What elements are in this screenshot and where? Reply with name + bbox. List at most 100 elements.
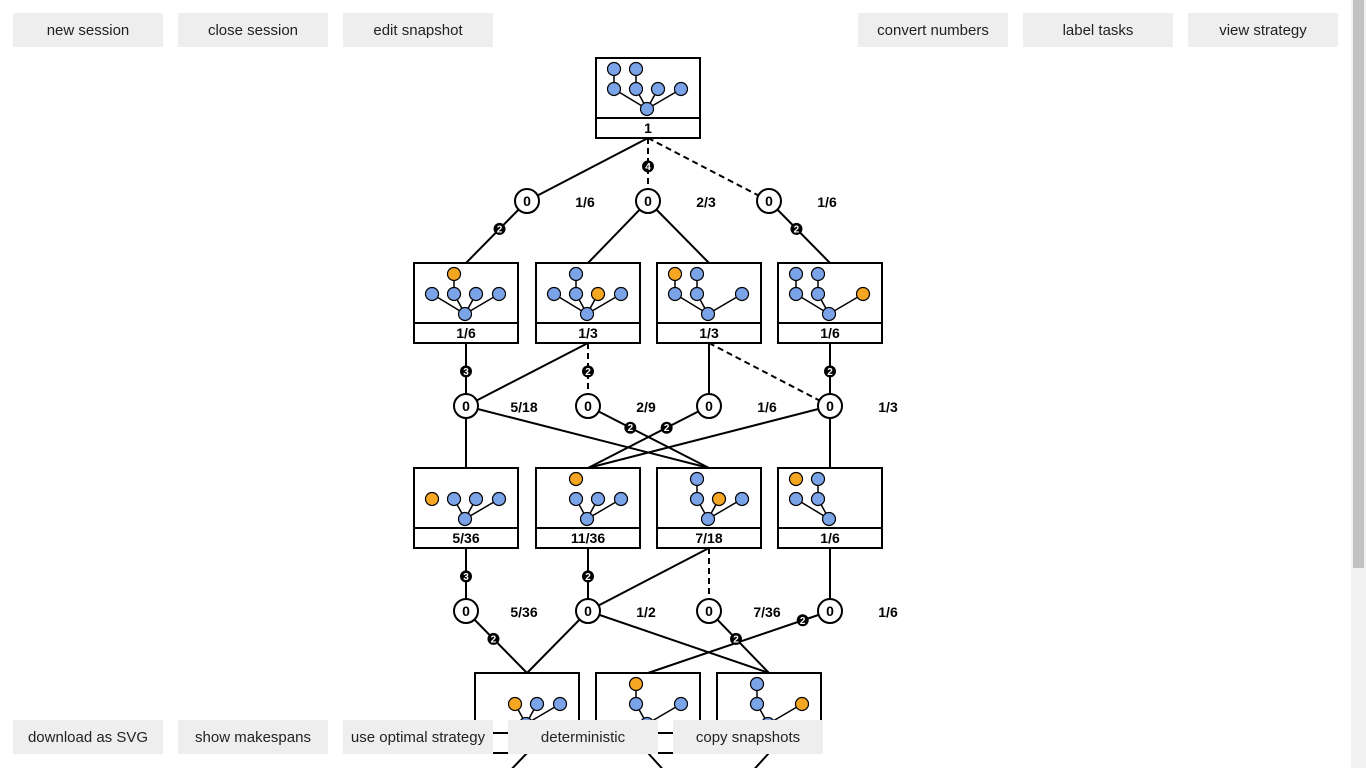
tree-edge — [511, 752, 528, 768]
tree-edge — [708, 342, 831, 407]
svg-text:0: 0 — [462, 398, 470, 414]
view-strategy-button[interactable]: view strategy — [1188, 13, 1338, 47]
svg-text:2: 2 — [628, 423, 634, 434]
probability-label: 2/9 — [636, 399, 656, 415]
task-node — [821, 511, 837, 527]
copy-snapshots-button[interactable]: copy snapshots — [673, 720, 823, 754]
deterministic-button[interactable]: deterministic — [508, 720, 658, 754]
svg-text:2: 2 — [491, 634, 497, 645]
task-node — [794, 696, 810, 712]
task-node — [734, 286, 750, 302]
task-node — [788, 471, 804, 487]
label-tasks-button[interactable]: label tasks — [1023, 13, 1173, 47]
scrollbar-thumb[interactable] — [1353, 0, 1364, 568]
svg-text:0: 0 — [765, 193, 773, 209]
decision-node[interactable]: 0 — [696, 598, 722, 624]
probability-label: 1/6 — [575, 194, 595, 210]
decision-node[interactable]: 0 — [817, 393, 843, 419]
new-session-button[interactable]: new session — [13, 13, 163, 47]
edge-count-badge: 2 — [582, 570, 594, 583]
task-node — [529, 696, 545, 712]
task-node — [507, 696, 523, 712]
task-node — [749, 696, 765, 712]
task-node — [700, 306, 716, 322]
edit-snapshot-button[interactable]: edit snapshot — [343, 13, 493, 47]
probability-label: 1/2 — [636, 604, 656, 620]
snapshot-probability: 7/18 — [695, 530, 722, 546]
snapshot-probability: 5/36 — [452, 530, 479, 546]
task-node — [491, 491, 507, 507]
tree-edge — [465, 342, 589, 407]
snapshot-node[interactable]: 1/6 — [413, 262, 519, 344]
snapshot-probability: 1/6 — [456, 325, 476, 341]
decision-node[interactable]: 0 — [514, 188, 540, 214]
decision-node[interactable]: 0 — [575, 393, 601, 419]
task-node — [628, 81, 644, 97]
svg-text:0: 0 — [462, 603, 470, 619]
edge-count-badge: 2 — [660, 421, 673, 434]
probability-label: 5/18 — [510, 399, 537, 415]
edge-count-badge: 2 — [824, 365, 836, 378]
task-node — [639, 101, 655, 117]
show-makespans-button[interactable]: show makespans — [178, 720, 328, 754]
task-node — [855, 286, 871, 302]
decision-node[interactable]: 0 — [817, 598, 843, 624]
task-node — [689, 491, 705, 507]
svg-text:2: 2 — [800, 616, 806, 627]
task-node — [552, 696, 568, 712]
svg-text:2: 2 — [664, 423, 670, 434]
edge-count-badge: 2 — [790, 222, 803, 235]
snapshot-probability: 1/6 — [820, 325, 840, 341]
snapshot-node[interactable]: 1/6 — [777, 467, 883, 549]
svg-text:0: 0 — [826, 603, 834, 619]
decision-node[interactable]: 0 — [635, 188, 661, 214]
tree-edge — [526, 137, 649, 202]
task-node — [579, 306, 595, 322]
edge-count-badge: 2 — [730, 632, 742, 645]
task-node — [468, 286, 484, 302]
snapshot-node[interactable]: 11/36 — [535, 467, 641, 549]
download-svg-button[interactable]: download as SVG — [13, 720, 163, 754]
svg-text:2: 2 — [827, 367, 833, 378]
close-session-button[interactable]: close session — [178, 13, 328, 47]
task-node — [821, 306, 837, 322]
decision-node[interactable]: 0 — [453, 598, 479, 624]
task-node — [667, 286, 683, 302]
task-node — [711, 491, 727, 507]
task-node — [689, 266, 705, 282]
svg-text:2: 2 — [585, 367, 591, 378]
tree-edge — [465, 405, 710, 469]
snapshot-node[interactable]: 1/3 — [535, 262, 641, 344]
probability-label: 2/3 — [696, 194, 716, 210]
use-optimal-strategy-button[interactable]: use optimal strategy — [343, 720, 493, 754]
task-node — [568, 491, 584, 507]
task-node — [628, 61, 644, 77]
svg-text:0: 0 — [523, 193, 531, 209]
decision-node[interactable]: 0 — [696, 393, 722, 419]
decision-node[interactable]: 0 — [575, 598, 601, 624]
svg-text:4: 4 — [645, 162, 651, 173]
snapshot-node[interactable]: 5/36 — [413, 467, 519, 549]
snapshot-node[interactable]: 1/3 — [656, 262, 762, 344]
svg-text:0: 0 — [826, 398, 834, 414]
tree-edge — [647, 200, 710, 264]
probability-label: 1/6 — [817, 194, 837, 210]
decision-node[interactable]: 0 — [453, 393, 479, 419]
tree-edge — [587, 610, 770, 674]
probability-label: 1/3 — [878, 399, 898, 415]
edge-count-badge: 4 — [642, 160, 654, 173]
task-node — [749, 676, 765, 692]
task-node — [613, 286, 629, 302]
edge-count-badge: 2 — [624, 421, 637, 434]
snapshot-node[interactable]: 1 — [595, 57, 701, 139]
snapshot-node[interactable]: 1/6 — [777, 262, 883, 344]
svg-text:2: 2 — [497, 224, 503, 235]
convert-numbers-button[interactable]: convert numbers — [858, 13, 1008, 47]
svg-text:0: 0 — [584, 603, 592, 619]
decision-node[interactable]: 0 — [756, 188, 782, 214]
tree-edge — [647, 137, 770, 202]
snapshot-node[interactable]: 7/18 — [656, 467, 762, 549]
